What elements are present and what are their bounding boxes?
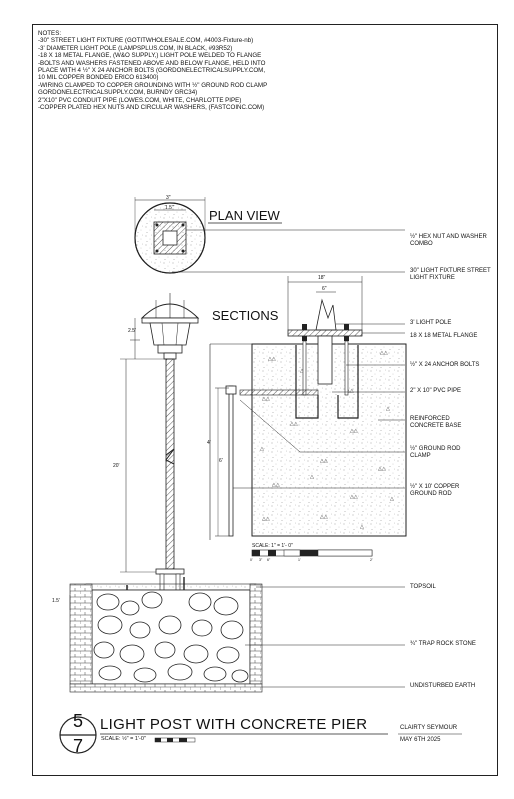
svg-text:△: △	[360, 524, 364, 530]
drawing-scale: SCALE: ½" = 1'-0"	[101, 736, 146, 742]
callout-copper-rod: ½" X 10' COPPER GROUND ROD	[410, 484, 460, 497]
sheet-number: 7	[72, 736, 83, 756]
svg-text:△△: △△	[290, 421, 298, 427]
callout-pvc-pipe: 2" X 10" PVC PIPE	[410, 388, 461, 394]
callout-trap-rock: ¾" TRAP ROCK STONE	[410, 641, 476, 647]
title-block-graphics	[59, 716, 462, 754]
plan-dim-inner: 1.5"	[165, 205, 174, 211]
callout-earth: UNDISTURBED EARTH	[410, 683, 476, 689]
svg-text:△△: △△	[346, 388, 354, 394]
notes-line: -BOLTS AND WASHERS FASTENED ABOVE AND BE…	[38, 59, 268, 82]
notes-line: -30" STREET LIGHT FIXTURE (GOTITWHOLESAL…	[38, 37, 254, 45]
plan-dim-outer: 3"	[166, 195, 171, 201]
notes-line: -3' DIAMETER LIGHT POLE (LAMPSPLUS.COM, …	[38, 44, 233, 52]
svg-text:△: △	[386, 406, 390, 412]
svg-text:△△: △△	[262, 516, 270, 522]
scale-tick-4: 1'	[298, 558, 301, 562]
svg-text:△△: △△	[268, 356, 276, 362]
notes-line: NOTES:	[38, 30, 62, 37]
scale-tick-1: 3"	[259, 558, 263, 562]
section-scale-label: SCALE: 1" = 1'- 0"	[252, 543, 293, 549]
dim-1-5: 1.5'	[52, 598, 60, 604]
svg-text:△△: △△	[262, 396, 270, 402]
svg-text:△△: △△	[272, 482, 280, 488]
dim-6b: 6'	[219, 458, 223, 464]
section-scale-bar	[251, 549, 373, 557]
callout-concrete-base: REINFORCED CONCRETE BASE	[410, 416, 462, 429]
scale-tick-2: 6"	[267, 558, 271, 562]
svg-text:△△: △△	[320, 514, 328, 520]
ground-section	[69, 583, 405, 693]
notes-line: -WIRING CLAMPED TO COPPER GROUNDING WITH…	[38, 81, 269, 97]
plan-view	[134, 197, 405, 274]
svg-text:△△: △△	[350, 428, 358, 434]
dim-4: 4'	[207, 440, 211, 446]
svg-text:△: △	[390, 496, 394, 502]
svg-text:△△: △△	[320, 458, 328, 464]
dim-6: 6"	[322, 286, 327, 292]
dim-2-5: 2.5'	[128, 328, 136, 334]
notes-block: NOTES: -30" STREET LIGHT FIXTURE (GOTITW…	[38, 30, 268, 111]
plan-view-title: PLAN VIEW	[209, 208, 280, 223]
notes-line: -COPPER PLATED HEX NUTS AND CIRCULAR WAS…	[38, 104, 265, 112]
scale-tick-7: 2'	[370, 558, 373, 562]
callout-fixture: 30" LIGHT FIXTURE STREET LIGHT FIXTURE	[410, 268, 491, 281]
detail-number: 5	[72, 711, 83, 731]
drawing-date: MAY 6TH 2025	[400, 737, 441, 743]
callout-ground-clamp: ½" GROUND ROD CLAMP	[410, 446, 461, 459]
svg-text:△△: △△	[378, 466, 386, 472]
svg-text:△: △	[300, 368, 304, 374]
drawing-title: LIGHT POST WITH CONCRETE PIER	[100, 716, 368, 733]
notes-line: 2"X10" PVC CONDUIT PIPE (LOWES.COM, WHIT…	[38, 96, 242, 104]
svg-text:△: △	[310, 474, 314, 480]
svg-text:△△: △△	[350, 494, 358, 500]
dim-18: 18"	[318, 275, 326, 281]
dim-20: 20'	[113, 463, 120, 469]
callout-topsoil: TOPSOIL	[410, 584, 436, 590]
scale-tick-0: 0'	[250, 558, 253, 562]
svg-text:△: △	[260, 446, 264, 452]
callout-light-pole: 3' LIGHT POLE	[410, 320, 452, 326]
sections-title: SECTIONS	[212, 308, 279, 323]
author-name: CLAIRTY SEYMOUR	[400, 725, 458, 731]
section-detail: △△△△△ △△△△△ △△△△△ △△△△△△ △△△△ △△△△△	[209, 276, 407, 540]
callout-flange: 18 X 18 METAL FLANGE	[410, 333, 478, 339]
notes-line: -18 X 18 METAL FLANGE, (W&O SUPPLY,) LIG…	[38, 52, 262, 60]
callout-anchor-bolts: ½" X 24 ANCHOR BOLTS	[410, 362, 480, 368]
svg-text:△△: △△	[380, 350, 388, 356]
callout-hex-nut: ½" HEX NUT AND WASHER COMBO	[410, 234, 487, 247]
drawing-sheet-border	[32, 24, 498, 776]
